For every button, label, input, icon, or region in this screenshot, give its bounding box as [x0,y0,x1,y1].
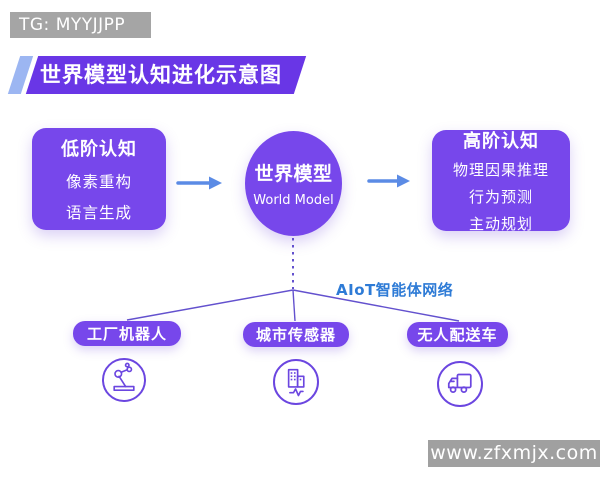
node-city-sensor: 城市传感器 [243,322,349,347]
world-model-node: 世界模型 World Model [245,131,342,236]
low-cognition-item: 语言生成 [65,204,132,222]
high-cognition-heading: 高阶认知 [463,131,539,152]
high-cognition-item: 行为预测 [468,188,533,206]
node-delivery-vehicle: 无人配送车 [407,322,508,347]
high-cognition-item: 主动规划 [468,215,533,233]
page-title: 世界模型认知进化示意图 [40,63,282,87]
node-factory-robot: 工厂机器人 [73,321,181,346]
arrow-left-to-center-icon [176,176,222,190]
high-cognition-item: 物理因果推理 [452,161,549,179]
low-cognition-item: 像素重构 [65,173,132,191]
world-model-heading: 世界模型 [254,163,333,185]
robot-arm-icon [102,358,146,402]
high-cognition-box: 高阶认知 物理因果推理 行为预测 主动规划 [432,130,570,233]
branch-line-left [126,289,294,321]
low-cognition-heading: 低阶认知 [61,139,137,160]
low-cognition-box: 低阶认知 像素重构 语言生成 [32,128,166,230]
branch-line-middle [292,289,296,322]
aiot-network-label: AIoT智能体网络 [336,281,454,299]
telegram-badge: TG: MYYJJPP [10,12,151,38]
world-model-subheading: World Model [253,193,334,208]
arrow-center-to-right-icon [367,174,410,188]
watermark: www.zfxmjx.com [428,440,600,467]
branch-line-right [292,289,460,322]
title-banner: 世界模型认知进化示意图 [6,56,307,94]
delivery-truck-icon [437,361,483,407]
city-sensor-icon [273,359,319,405]
